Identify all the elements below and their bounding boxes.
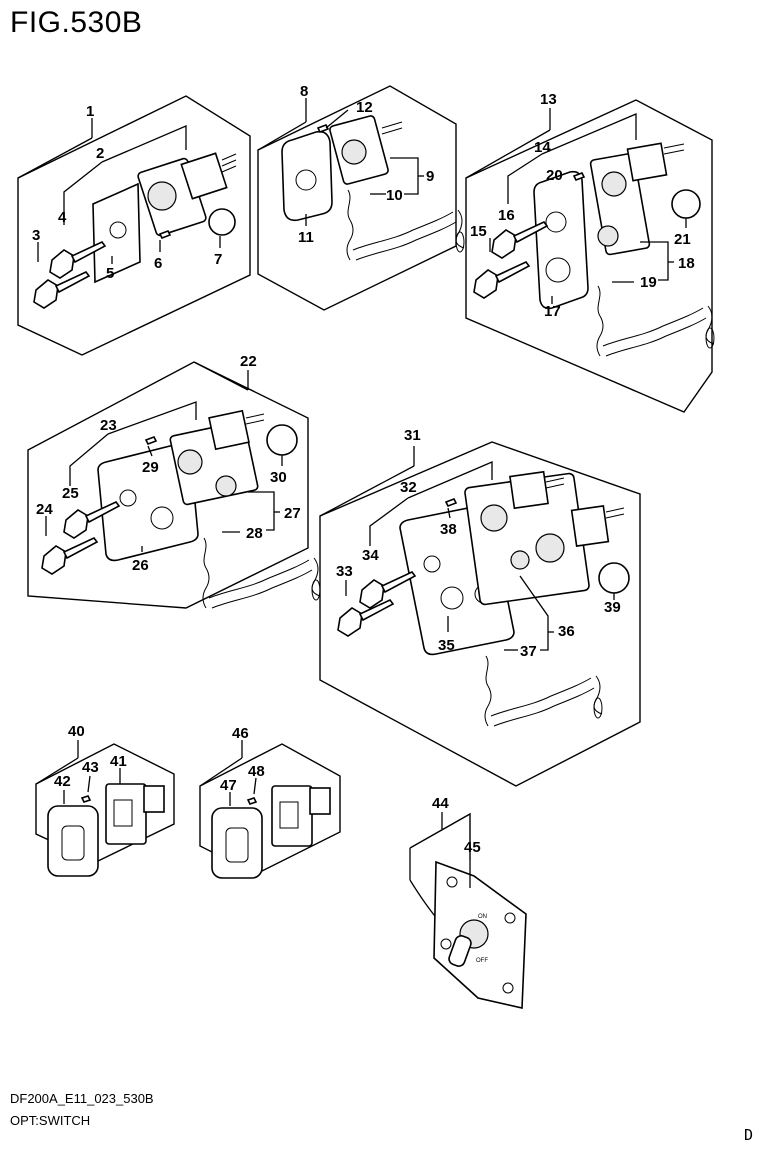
screw-icon — [572, 171, 586, 182]
group-8-switch-kit — [257, 85, 465, 311]
lanyard-cord-icon — [346, 189, 465, 261]
lanyard-cord-icon — [484, 655, 603, 727]
screw-icon — [80, 795, 92, 803]
callout-7: 7 — [214, 251, 222, 268]
callout-48: 48 — [248, 763, 265, 780]
cap-icon — [671, 189, 701, 219]
key-icon — [473, 261, 530, 299]
callout-13: 13 — [540, 91, 557, 108]
callout-31: 31 — [404, 427, 421, 444]
cap-icon — [598, 562, 630, 594]
callout-27: 27 — [284, 505, 301, 522]
callout-17: 17 — [544, 303, 561, 320]
group-1-ignition-kit — [17, 95, 251, 356]
callout-4: 4 — [58, 209, 67, 226]
callout-21: 21 — [674, 231, 691, 248]
callout-9: 9 — [426, 168, 434, 185]
callout-3: 3 — [32, 227, 40, 244]
callout-39: 39 — [604, 599, 621, 616]
callout-25: 25 — [62, 485, 79, 502]
callout-19: 19 — [640, 274, 657, 291]
page-letter: D — [744, 1126, 754, 1144]
key-icon — [41, 537, 98, 575]
figure-title: FIG.530B — [10, 6, 143, 39]
callout-33: 33 — [336, 563, 353, 580]
callout-30: 30 — [270, 469, 287, 486]
callout-29: 29 — [142, 459, 159, 476]
callout-20: 20 — [546, 167, 563, 184]
callout-45: 45 — [464, 839, 481, 856]
callout-32: 32 — [400, 479, 417, 496]
callout-2: 2 — [96, 145, 104, 162]
callout-46: 46 — [232, 725, 249, 742]
rocker-switch-icon — [271, 785, 313, 847]
callout-28: 28 — [246, 525, 263, 542]
screw-icon — [444, 497, 458, 508]
cap-icon — [208, 208, 236, 236]
cap-icon — [266, 424, 298, 456]
group-31-dual-panel-kit — [319, 441, 641, 787]
callout-26: 26 — [132, 557, 149, 574]
screw-icon — [158, 229, 172, 240]
callout-labels: 1 2 3 4 5 6 7 8 9 10 11 12 13 14 15 16 1… — [32, 83, 695, 856]
rocker-switch-icon — [105, 783, 147, 845]
switch-panel-plate — [533, 170, 589, 310]
rocker-bezel — [211, 807, 263, 879]
group-44-toggle-switch-kit: ON OFF — [409, 812, 527, 1009]
callout-36: 36 — [558, 623, 575, 640]
screw-icon — [246, 797, 258, 805]
callout-42: 42 — [54, 773, 71, 790]
callout-1: 1 — [86, 103, 94, 120]
svg-text:OFF: OFF — [476, 958, 488, 964]
switch-panel-plate — [92, 182, 141, 284]
group-46-rocker-switch-kit — [199, 740, 341, 879]
rocker-bezel — [47, 805, 99, 877]
callout-38: 38 — [440, 521, 457, 538]
switch-panel-plate — [97, 442, 199, 562]
callout-11: 11 — [298, 229, 314, 246]
callout-5: 5 — [106, 265, 114, 282]
callout-14: 14 — [534, 139, 551, 156]
callout-23: 23 — [100, 417, 117, 434]
lanyard-cord-icon — [202, 537, 321, 609]
screw-icon — [144, 435, 158, 446]
callout-34: 34 — [362, 547, 379, 564]
group-22-panel-kit — [27, 361, 321, 609]
callout-44: 44 — [432, 795, 449, 812]
callout-12: 12 — [356, 99, 373, 116]
group-40-rocker-switch-kit — [35, 740, 175, 877]
callout-41: 41 — [110, 753, 127, 770]
callout-24: 24 — [36, 501, 53, 518]
group-13-dual-switch-kit — [465, 99, 715, 413]
callout-35: 35 — [438, 637, 455, 654]
callout-16: 16 — [498, 207, 515, 224]
svg-text:ON: ON — [478, 914, 487, 920]
callout-15: 15 — [470, 223, 487, 240]
callout-47: 47 — [220, 777, 237, 794]
callout-8: 8 — [300, 83, 308, 100]
callout-10: 10 — [386, 187, 403, 204]
figure-code: DF200A_E11_023_530B — [10, 1091, 154, 1106]
callout-40: 40 — [68, 723, 85, 740]
lanyard-cord-icon — [596, 285, 715, 357]
callout-43: 43 — [82, 759, 99, 776]
switch-panel-plate — [281, 130, 333, 222]
callout-22: 22 — [240, 353, 257, 370]
screw-icon — [316, 123, 330, 134]
callout-6: 6 — [154, 255, 162, 272]
callout-37: 37 — [520, 643, 537, 660]
callout-18: 18 — [678, 255, 695, 272]
figure-name: OPT:SWITCH — [10, 1113, 91, 1128]
